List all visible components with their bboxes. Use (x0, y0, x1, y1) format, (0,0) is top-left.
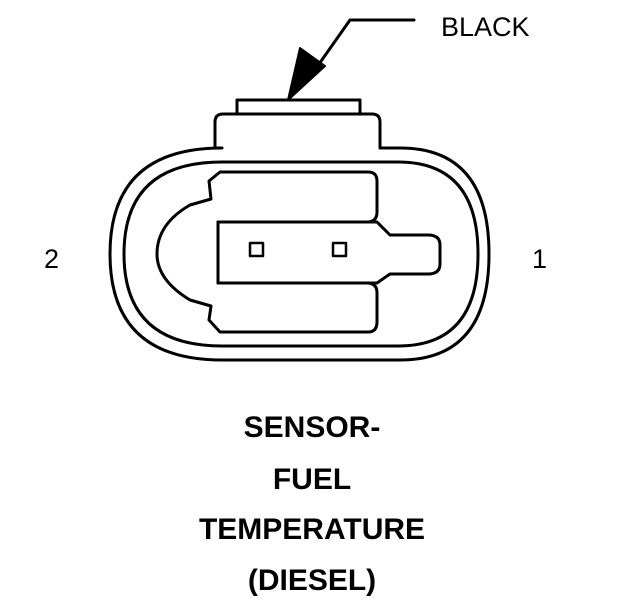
wire-color-label: BLACK (441, 12, 530, 42)
connector-housing-outer (108, 112, 491, 362)
terminal-cavity (155, 170, 379, 334)
title-line-2: FUEL (272, 463, 352, 496)
leader-line (310, 18, 416, 76)
blade-terminal (216, 220, 442, 285)
connector-housing-inner (122, 160, 480, 348)
latch-tab-top (235, 98, 362, 116)
title-line-1: SENSOR- (243, 411, 381, 444)
pin-2-label: 2 (44, 244, 60, 274)
title-line-3: TEMPERATURE (198, 513, 426, 546)
title-line-4: (DIESEL) (247, 564, 377, 597)
pin-cavity-1 (331, 241, 348, 258)
pin-1-label: 1 (532, 244, 548, 274)
pin-cavity-2 (248, 241, 265, 258)
arrow-head (287, 47, 326, 101)
